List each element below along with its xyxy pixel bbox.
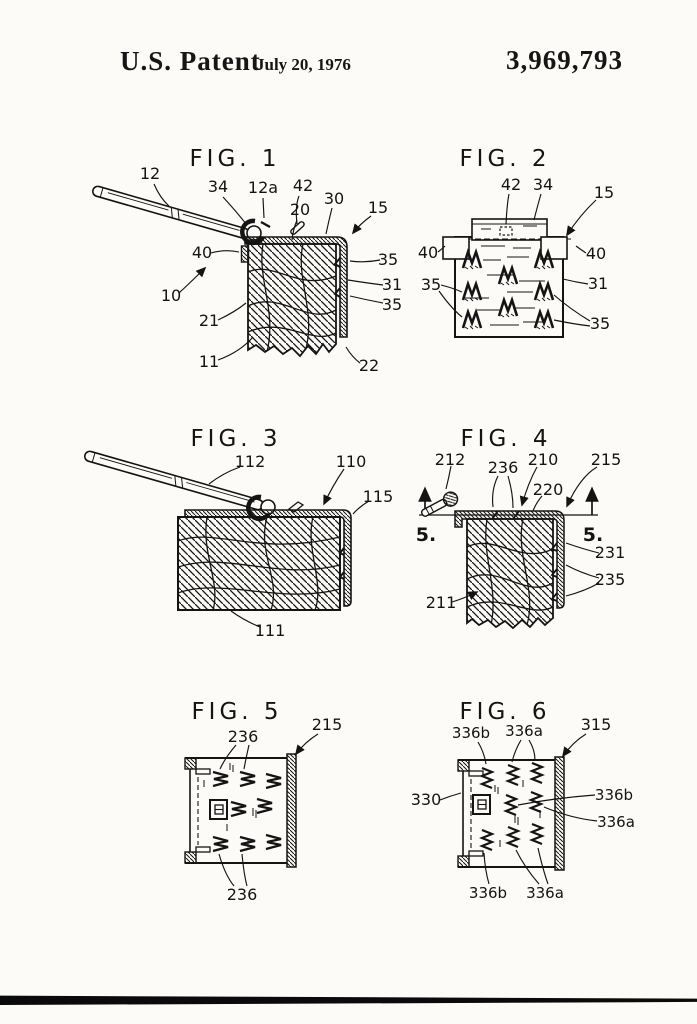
fig5-label-236b: 236 [227,885,258,904]
figure-3: FIG. 3 [84,426,394,640]
fig1-label-30: 30 [324,189,344,208]
patent-header-date: July 20, 1976 [256,55,351,74]
fig1-title: FIG. 1 [189,146,280,172]
fig2-leader-lines [437,193,597,327]
fig3-block-111 [177,516,341,611]
figure-5: FIG. 5 [184,699,343,904]
fig4-label-236: 236 [488,458,519,477]
fig1-pin-42 [290,221,305,235]
fig6-label-336b-bl: 336b [469,884,507,902]
fig4-label-5-left: 5. [416,524,436,546]
fig1-broom-handle [92,185,250,240]
fig1-label-10: 10 [161,286,181,305]
fig2-label-42: 42 [501,175,521,194]
fig6-title: FIG. 6 [459,699,550,725]
fig4-title: FIG. 4 [460,426,551,452]
fig3-title: FIG. 3 [190,426,281,452]
fig6-label-336a-r: 336a [597,813,635,831]
figure-2: FIG. 2 [418,146,614,338]
fig4-barbs [491,510,558,602]
fig4-block-211 [466,518,554,630]
fig2-label-35r: 35 [590,314,610,333]
fig1-label-35a: 35 [378,250,398,269]
fig6-label-336b-r: 336b [595,786,633,804]
fig1-leader-lines [153,183,384,364]
fig1-bracket [244,236,348,338]
fig4-label-210: 210 [528,450,559,469]
fig2-label-31: 31 [588,274,608,293]
fig3-wood-grain [178,517,340,610]
fig6-label-336a-bm: 336a [526,884,564,902]
fig2-label-40r: 40 [586,244,606,263]
fig3-label-115: 115 [363,487,394,506]
fig1-label-35b: 35 [382,295,402,314]
fig6-texture [494,780,541,847]
fig6-label-336b-tl: 336b [452,724,490,742]
fig2-tab-40-left [442,236,470,260]
fig3-barbs [338,547,345,580]
fig1-label-21: 21 [199,311,219,330]
fig1-label-34: 34 [208,177,228,196]
fig5-texture [203,763,257,847]
fig1-label-15: 15 [368,198,388,217]
fig6-label-336a-tm: 336a [505,722,543,740]
fig2-tab-40-right [540,236,568,260]
fig6-label-315: 315 [581,715,612,734]
fig1-label-42: 42 [293,176,313,195]
fig1-label-20: 20 [290,200,310,219]
fig3-label-110: 110 [336,452,367,471]
fig1-wood-grain [248,244,336,353]
scan-edge-bar [0,995,697,1005]
fig4-label-211: 211 [426,593,457,612]
fig1-label-12: 12 [140,164,160,183]
fig4-label-5-right: 5. [583,524,603,546]
fig4-label-235: 235 [595,570,626,589]
figure-6: FIG. 6 [411,699,635,902]
fig3-label-111: 111 [255,621,286,640]
fig3-bracket-115 [184,509,352,607]
fig4-label-212: 212 [435,450,466,469]
fig5-label-236t: 236 [228,727,259,746]
fig1-label-40: 40 [192,243,212,262]
fig5-title: FIG. 5 [191,699,282,725]
figure-4: FIG. 4 [416,426,626,630]
fig4-label-231: 231 [595,543,626,562]
fig1-label-31: 31 [382,275,402,294]
patent-number: 3,969,793 [506,45,623,75]
fig4-bracket-215 [454,510,565,609]
fig1-tab-40 [240,245,250,263]
fig4-label-220: 220 [533,480,564,499]
fig4-label-215: 215 [591,450,622,469]
fig3-leader-lines [208,466,370,628]
fig5-leader-lines [218,733,319,887]
fig6-leader-lines [439,733,598,885]
fig2-label-35l: 35 [421,275,441,294]
fig4-screw-212 [420,491,459,517]
fig1-label-11: 11 [199,352,219,371]
fig6-label-330: 330 [411,790,442,809]
fig1-block [247,243,337,358]
fig2-title: FIG. 2 [459,146,550,172]
fig2-texture [465,225,545,326]
fig5-label-215: 215 [312,715,343,734]
patent-header-title: U.S. Patent [120,46,261,76]
fig4-leader-lines [445,465,600,603]
fig2-label-40l: 40 [418,243,438,262]
fig3-label-112: 112 [235,452,266,471]
fig4-wood-grain [467,519,553,626]
fig1-barbs [333,257,341,298]
fig2-label-34: 34 [533,175,553,194]
fig5-holder-body [184,753,297,868]
fig2-label-15: 15 [594,183,614,202]
fig6-holder-body [457,756,565,871]
figure-1: FIG. 1 [92,146,402,375]
fig1-label-22: 22 [359,356,379,375]
fig5-staple-holder [209,799,228,820]
fig1-label-12a: 12a [248,178,278,197]
fig6-staple-holder [472,794,491,815]
